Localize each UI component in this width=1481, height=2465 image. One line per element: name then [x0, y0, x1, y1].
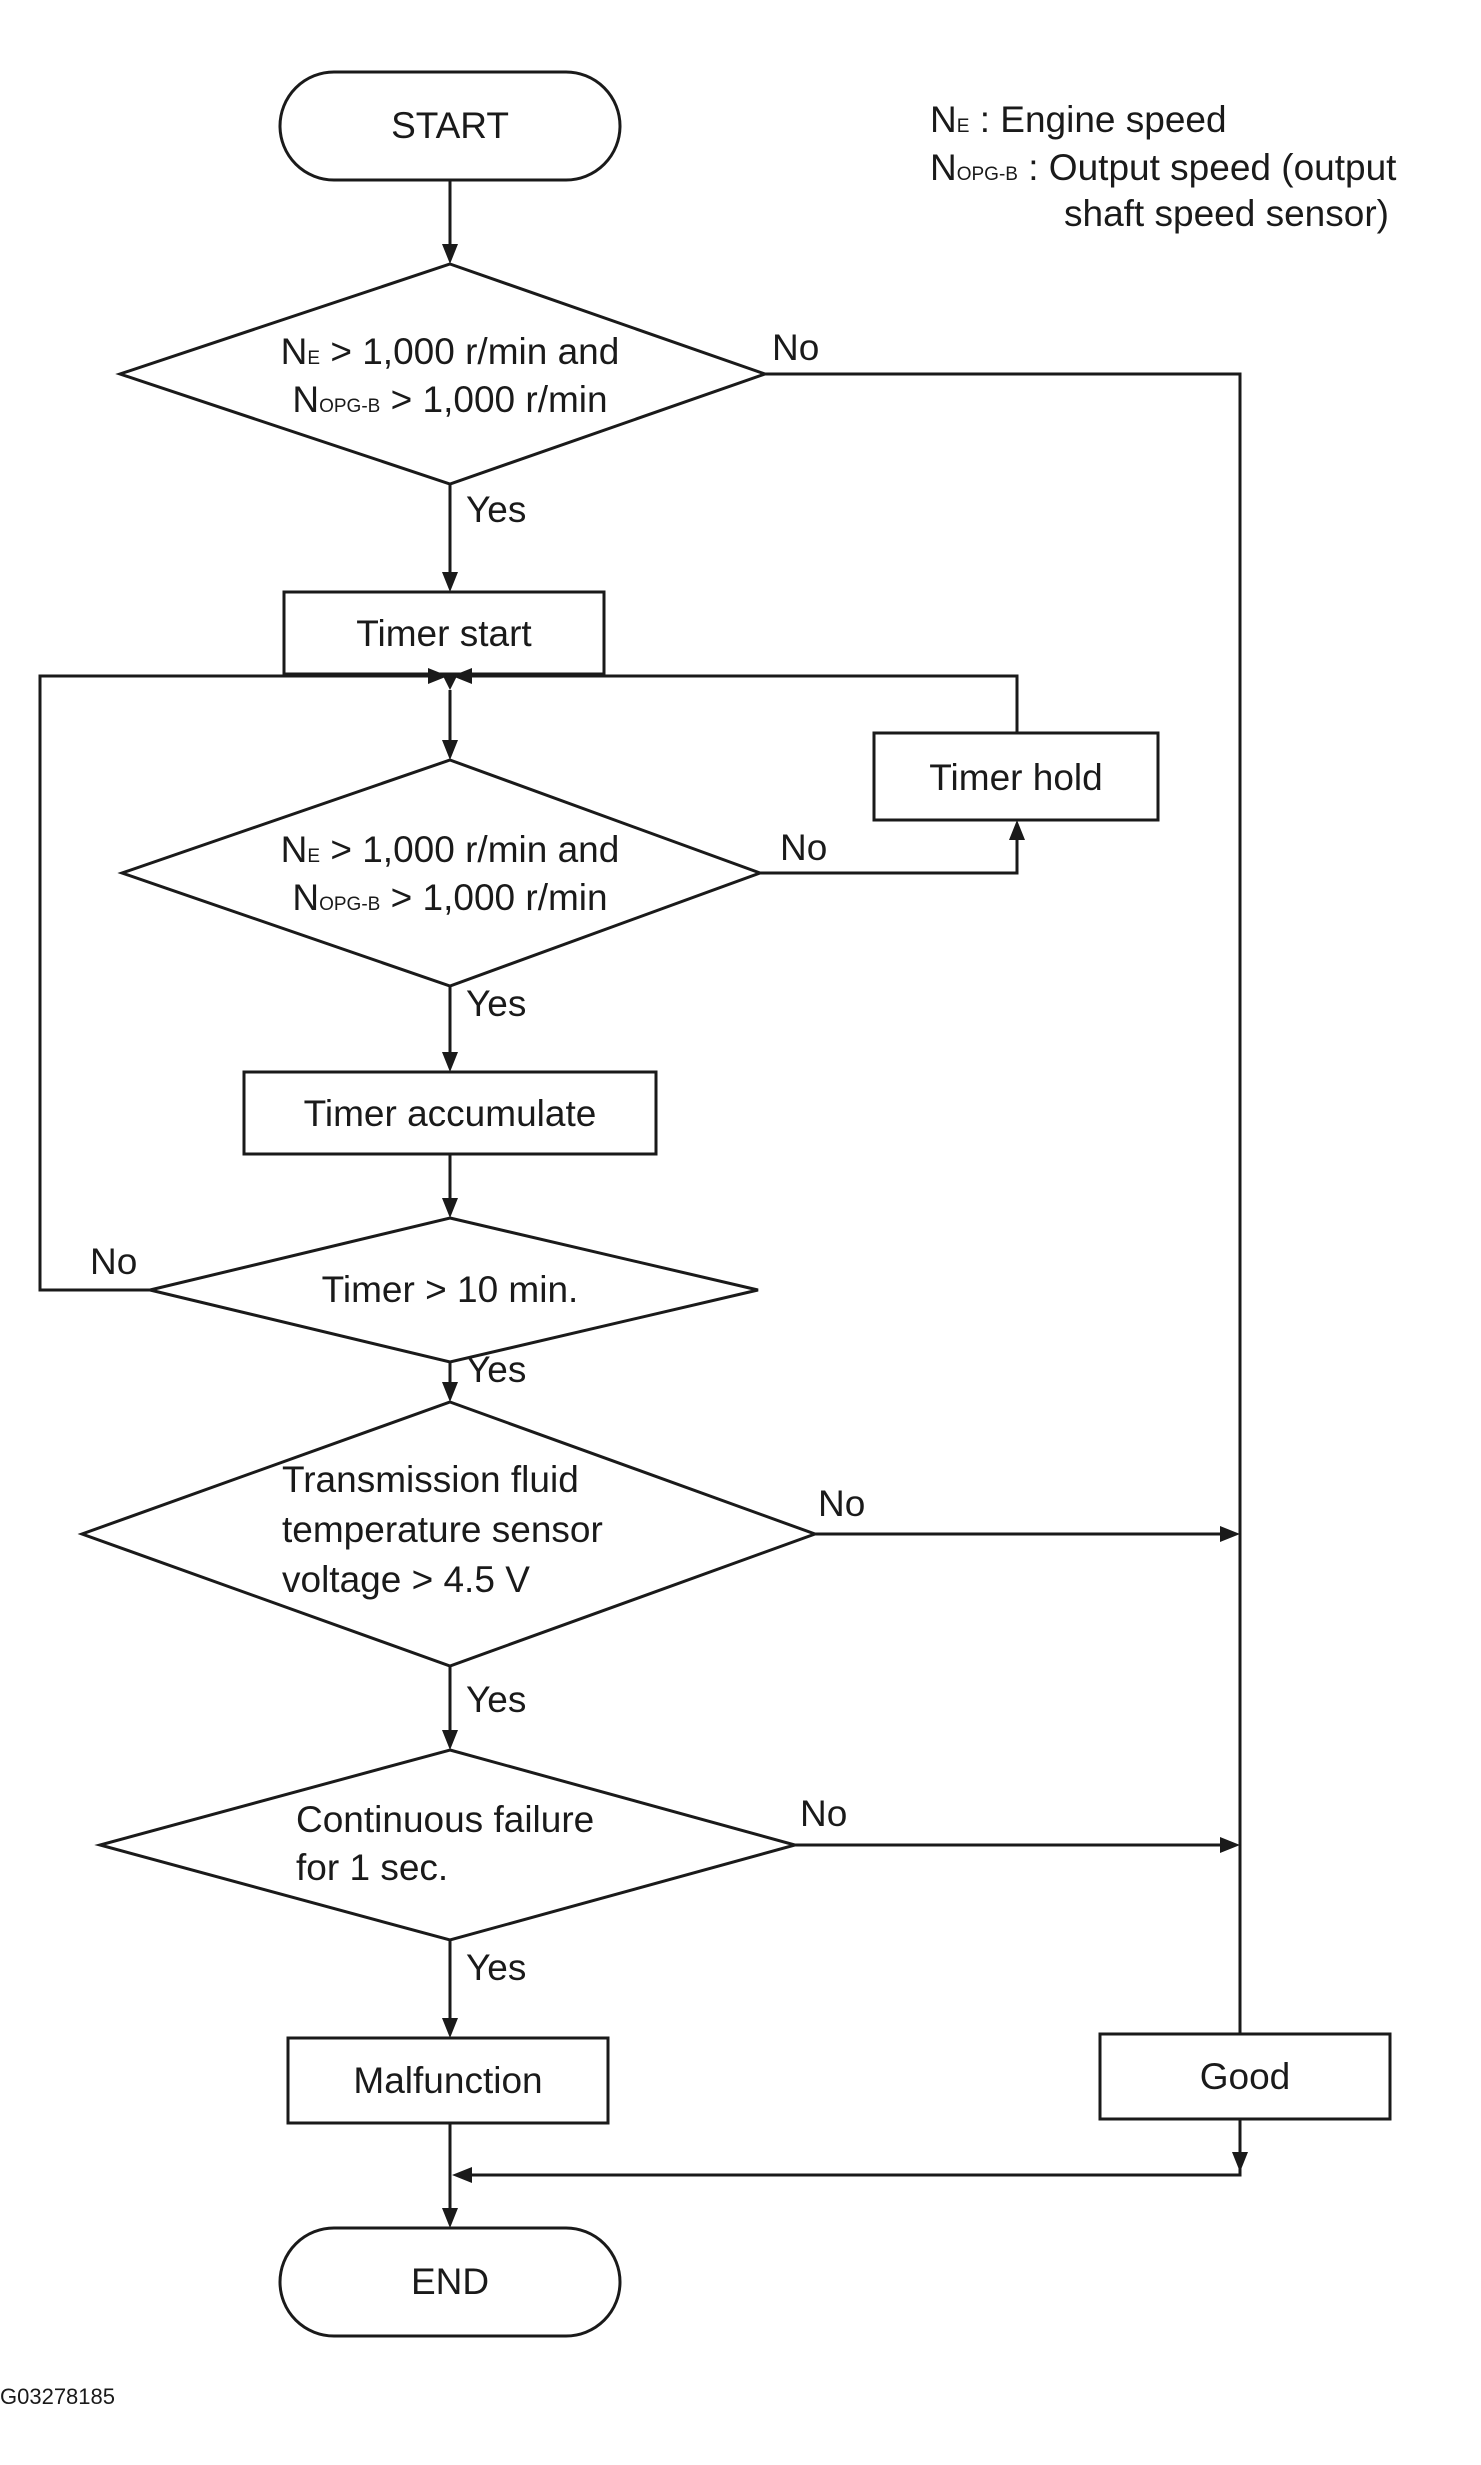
result-malfunction: [286, 2036, 610, 2125]
legend-ne: NE : Engine speed: [930, 99, 1227, 140]
arrow-head: [442, 1382, 458, 1402]
timer-hold-label: Timer hold: [929, 757, 1102, 798]
arrow-head: [442, 1730, 458, 1750]
arrow-head: [442, 1198, 458, 1218]
check1-line2: NOPG-B > 1,000 r/min: [292, 379, 607, 420]
check2-line1: NE > 1,000 r/min and: [281, 829, 620, 870]
check-continuous-yes-label: Yes: [466, 1947, 526, 1988]
check-voltage-line2: temperature sensor: [282, 1509, 603, 1550]
arrow-head: [452, 2167, 472, 2183]
timer-accumulate-label: Timer accumulate: [304, 1093, 597, 1134]
arrow-head: [442, 1052, 458, 1072]
check-continuous-no-label: No: [800, 1793, 847, 1834]
check1-no-label: No: [772, 327, 819, 368]
arrow-head: [1009, 820, 1025, 840]
check-continuous-line2: for 1 sec.: [296, 1847, 448, 1888]
legend: NE : Engine speed NOPG-B : Output speed …: [930, 99, 1397, 234]
start-label: START: [391, 105, 509, 146]
edge-timerhold-junction: [470, 674, 1019, 733]
check-continuous-line1: Continuous failure: [296, 1799, 594, 1840]
check2-no-label: No: [780, 827, 827, 868]
malfunction-label: Malfunction: [353, 2060, 542, 2101]
decision-speed-check-2: [117, 758, 765, 988]
arrow-head: [1220, 1526, 1240, 1542]
arrow-head: [452, 668, 472, 684]
process-timer-start: [282, 590, 606, 676]
edge-check1-no-trunk: [765, 372, 1242, 2154]
decision-continuous-failure: [94, 1748, 801, 1942]
check1-yes-label: Yes: [466, 489, 526, 530]
edge-good-merge: [470, 2119, 1242, 2177]
process-timer-accumulate: [242, 1070, 658, 1156]
legend-nopg-cont: shaft speed sensor): [1064, 193, 1389, 234]
arrow-head: [428, 668, 448, 684]
check2-yes-label: Yes: [466, 983, 526, 1024]
good-label: Good: [1200, 2056, 1291, 2097]
result-good: [1098, 2032, 1392, 2121]
timer-start-label: Timer start: [356, 613, 532, 654]
check1-line1: NE > 1,000 r/min and: [281, 331, 620, 372]
arrow-head: [442, 2208, 458, 2228]
check-timer-yes-label: Yes: [466, 1349, 526, 1390]
check-voltage-line1: Transmission fluid: [282, 1459, 579, 1500]
check-timer-label: Timer > 10 min.: [322, 1269, 579, 1310]
end-terminal: [278, 2226, 622, 2338]
check-voltage-line3: voltage > 4.5 V: [282, 1559, 530, 1600]
arrow-head: [442, 244, 458, 264]
check-voltage-no-label: No: [818, 1483, 865, 1524]
edge-checktimer-no-loop: [38, 674, 430, 1292]
legend-nopg: NOPG-B : Output speed (output: [930, 147, 1397, 188]
arrow-head: [442, 572, 458, 592]
check-timer-no-label: No: [90, 1241, 137, 1282]
edge-check2-no: [760, 838, 1019, 875]
end-label: END: [411, 2261, 489, 2302]
check2-line2: NOPG-B > 1,000 r/min: [292, 877, 607, 918]
check-voltage-yes-label: Yes: [466, 1679, 526, 1720]
arrow-head: [442, 2018, 458, 2038]
figure-code: G03278185: [0, 2384, 115, 2409]
arrow-head: [1220, 1837, 1240, 1853]
arrow-head: [442, 740, 458, 760]
decision-speed-check-1: [115, 262, 770, 486]
arrow-head: [442, 674, 458, 690]
